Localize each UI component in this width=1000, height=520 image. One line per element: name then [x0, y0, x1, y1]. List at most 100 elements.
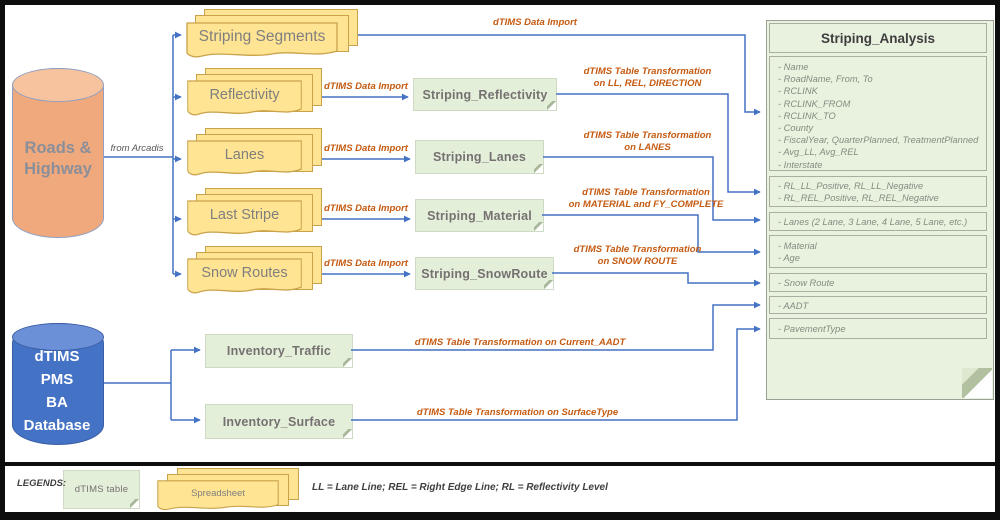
field-line: - FiscalYear, QuarterPlanned, TreatmentP…: [778, 135, 979, 146]
spreadsheet-stack-lanes: Lanes: [187, 128, 324, 178]
field-line: - Avg_LL, Avg_REL: [778, 147, 859, 158]
field-line: - County: [778, 123, 814, 134]
legend-heading: LEGENDS:: [17, 478, 67, 489]
table-label: Striping_Lanes: [432, 150, 527, 164]
table-inventory-traffic: Inventory_Traffic: [205, 334, 353, 368]
frame-bottom: [0, 512, 1000, 520]
spreadsheet-front-page: [187, 80, 302, 116]
field-line: - Material: [778, 241, 817, 251]
fold-corner-icon: [343, 429, 352, 438]
analysis-section-key-fields: - Name - RoadName, From, To - RCLINK - R…: [769, 56, 987, 171]
spreadsheet-front-page: [186, 22, 338, 58]
field-line: - Snow Route: [778, 278, 835, 288]
analysis-section-lanes: - Lanes (2 Lane, 3 Lane, 4 Lane, 5 Lane,…: [769, 212, 987, 231]
transform-line2: on SNOW ROUTE: [597, 255, 678, 267]
analysis-section-reflectivity: - RL_LL_Positive, RL_LL_Negative - RL_RE…: [769, 176, 987, 207]
spreadsheet-stack-striping-segments: Striping Segments: [186, 9, 360, 59]
field-line: - PavementType: [778, 324, 846, 334]
legend-separator-line: [0, 462, 1000, 466]
db-label-line: PMS: [40, 371, 74, 388]
db-label-line: dTIMS: [34, 348, 80, 365]
analysis-section-pavementtype: - PavementType: [769, 318, 987, 339]
flow-label-transform-aadt: dTIMS Table Transformation on Current_AA…: [414, 337, 626, 348]
spreadsheet-stack-reflectivity: Reflectivity: [187, 68, 324, 118]
flow-label-import-segments: dTIMS Data Import: [493, 17, 577, 28]
fold-corner-icon: [544, 280, 553, 289]
legend-spreadsheet-stack: Spreadsheet: [157, 468, 300, 512]
db-label-line: BA: [46, 394, 68, 411]
legend-table-label: dTIMS table: [74, 484, 129, 495]
table-inventory-surface: Inventory_Surface: [205, 404, 353, 439]
flow-label-transform-surfacetype: dTIMS Table Transformation on SurfaceTyp…: [416, 407, 619, 418]
field-line: - RCLINK: [778, 86, 818, 97]
flow-label-transform-reflectivity: dTIMS Table Transformation on LL, REL, D…: [540, 66, 755, 89]
page-fold-icon: [962, 368, 992, 398]
table-striping-material: Striping_Material: [415, 199, 544, 232]
spreadsheet-label: Lanes: [224, 147, 265, 163]
analysis-section-snow-route: - Snow Route: [769, 273, 987, 292]
flow-label-import-lanes: dTIMS Data Import: [324, 143, 408, 154]
db-label-line: Database: [23, 417, 91, 434]
source-label-line2: Highway: [24, 160, 92, 178]
frame-left: [0, 0, 5, 520]
spreadsheet-label: Snow Routes: [201, 265, 288, 281]
spreadsheet-front-page: [187, 200, 302, 236]
flow-label-transform-material: dTIMS Table Transformation on MATERIAL a…: [532, 187, 760, 210]
flow-note-from-arcadis: from Arcadis: [110, 143, 164, 154]
striping-analysis-box: Striping_Analysis - Name - RoadName, Fro…: [766, 20, 994, 400]
spreadsheet-front-page: [187, 140, 302, 176]
roads-highway-database: Roads & Highway: [12, 68, 104, 238]
spreadsheet-stack-snow-routes: Snow Routes: [187, 246, 324, 296]
field-line: - RL_REL_Positive, RL_REL_Negative: [778, 193, 939, 204]
field-line: - Lanes (2 Lane, 3 Lane, 4 Lane, 5 Lane,…: [778, 217, 968, 227]
field-line: - RCLINK_TO: [778, 110, 836, 121]
spreadsheet-label: Reflectivity: [209, 87, 280, 103]
fold-corner-icon: [343, 358, 352, 367]
fold-corner-icon: [534, 164, 543, 173]
field-line: - AADT: [778, 301, 809, 311]
field-line: - Name: [778, 62, 809, 72]
transform-line2: on LL, REL, DIRECTION: [593, 77, 702, 89]
fold-corner-icon: [547, 101, 556, 110]
cylinder-top: [12, 68, 104, 102]
flow-label-import-last-stripe: dTIMS Data Import: [324, 203, 408, 214]
spreadsheet-label: Striping Segments: [198, 28, 326, 45]
analysis-section-aadt: - AADT: [769, 296, 987, 314]
analysis-section-material-age: - Material - Age: [769, 235, 987, 268]
cylinder-top: [12, 323, 104, 351]
spreadsheet-stack-last-stripe: Last Stripe: [187, 188, 324, 238]
flow-label-transform-snowroute: dTIMS Table Transformation on SNOW ROUTE: [530, 244, 745, 267]
table-label: Striping_Reflectivity: [422, 87, 548, 102]
spreadsheet-label: Last Stripe: [209, 207, 280, 223]
table-label: Striping_SnowRoute: [421, 266, 548, 281]
source-label-line1: Roads &: [24, 139, 92, 157]
flow-label-import-reflectivity: dTIMS Data Import: [324, 81, 408, 92]
transform-line1: dTIMS Table Transformation: [583, 130, 712, 141]
field-line: - Age: [778, 253, 800, 264]
table-striping-reflectivity: Striping_Reflectivity: [413, 78, 557, 111]
table-striping-lanes: Striping_Lanes: [415, 140, 544, 174]
legend-abbreviations: LL = Lane Line; REL = Right Edge Line; R…: [312, 482, 608, 493]
spreadsheet-front-page: [187, 258, 302, 294]
frame-right: [995, 0, 1000, 520]
transform-line1: dTIMS Table Transformation: [583, 66, 712, 77]
table-label: Inventory_Traffic: [226, 344, 332, 358]
fold-corner-icon: [130, 499, 139, 508]
table-striping-snowroute: Striping_SnowRoute: [415, 257, 554, 290]
frame-top: [0, 0, 1000, 5]
fold-corner-icon: [534, 222, 543, 231]
table-label: Inventory_Surface: [222, 414, 336, 429]
legend-dtims-table: dTIMS table: [63, 470, 140, 509]
transform-line2: on LANES: [624, 141, 671, 153]
table-label: Striping_Material: [427, 208, 532, 223]
dtims-pms-ba-database: dTIMS PMS BA Database: [12, 323, 104, 445]
flow-label-transform-lanes: dTIMS Table Transformation on LANES: [540, 130, 755, 153]
field-line: - RCLINK_FROM: [778, 98, 851, 109]
field-line: - Interstate: [778, 159, 823, 170]
striping-analysis-title: Striping_Analysis: [769, 23, 987, 53]
transform-line1: dTIMS Table Transformation: [582, 187, 710, 198]
field-line: - RL_LL_Positive, RL_LL_Negative: [778, 181, 924, 191]
legend-spreadsheet-label: Spreadsheet: [191, 487, 245, 499]
transform-line2: on MATERIAL and FY_COMPLETE: [568, 198, 724, 210]
